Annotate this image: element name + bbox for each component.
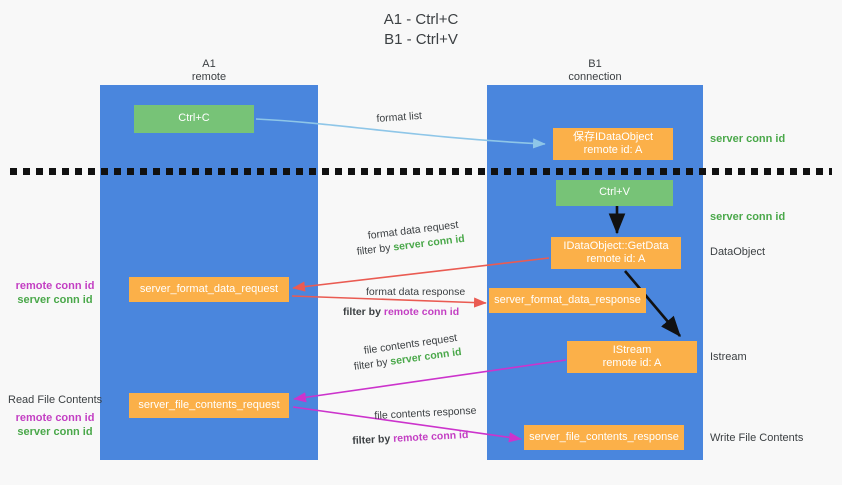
box-server-format-data-response-label: server_format_data_response — [494, 293, 641, 306]
note-istream-text: Istream — [710, 351, 747, 363]
arrow-format-data-response — [291, 295, 487, 308]
lane-a1-header: A1 remote — [100, 58, 318, 84]
box-server-format-data-request[interactable]: server_format_data_request — [129, 277, 289, 302]
box-getdata-line2: remote id: A — [586, 253, 646, 265]
note-remote-conn-id-2: remote conn id — [15, 412, 95, 424]
arrow-label-file-contents-response-filter-value: remote conn id — [392, 428, 469, 445]
box-server-format-data-response[interactable]: server_format_data_response — [489, 288, 646, 313]
box-store-dataobject-line2: remote id: A — [583, 144, 643, 156]
arrow-label-format-data-response: format data response — [366, 285, 465, 299]
box-ctrl-v-label: Ctrl+V — [599, 186, 630, 199]
box-istream[interactable]: IStream remote id: A — [567, 341, 697, 373]
box-istream-line1: IStream — [612, 343, 652, 356]
arrow-getdata-to-istream — [624, 270, 681, 337]
box-store-dataobject-line1: 保存IDataObject — [572, 130, 654, 143]
lane-a1-name: A1 — [202, 58, 216, 70]
box-server-file-contents-response-label: server_file_contents_response — [529, 430, 679, 443]
note-server-conn-id-mid-text: server conn id — [710, 211, 786, 223]
box-getdata[interactable]: IDataObject::GetData remote id: A — [551, 237, 681, 269]
arrow-label-format-list-text: format list — [376, 109, 423, 125]
lane-b1-name: B1 — [588, 58, 602, 70]
box-ctrl-v[interactable]: Ctrl+V — [556, 180, 673, 206]
box-server-file-contents-request-label: server_file_contents_request — [138, 398, 280, 411]
note-write-file-contents: Write File Contents — [710, 431, 803, 445]
note-server-conn-id-top: server conn id — [710, 132, 785, 146]
note-server-conn-id-1: server conn id — [17, 294, 93, 306]
note-remote-conn-id-1: remote conn id — [15, 280, 95, 292]
arrow-label-format-data-response-text: format data response — [366, 286, 466, 298]
arrow-label-format-data-response-filter: filter by remote conn id — [343, 305, 459, 319]
box-ctrl-c-label: Ctrl+C — [178, 112, 210, 125]
note-server-conn-id-top-text: server conn id — [710, 133, 786, 145]
note-conn-ids-lower: remote conn id server conn id — [12, 411, 98, 439]
note-server-conn-id-mid: server conn id — [710, 210, 785, 224]
lane-b1-subtitle: connection — [568, 71, 622, 83]
arrow-file-contents-request — [293, 359, 567, 403]
note-istream: Istream — [710, 350, 747, 364]
phase-divider — [10, 168, 832, 175]
title-line-2: B1 - Ctrl+V — [384, 31, 458, 48]
note-dataobject: DataObject — [710, 245, 765, 259]
box-getdata-line1: IDataObject::GetData — [563, 239, 669, 252]
arrow-format-data-request — [292, 257, 550, 292]
lane-b1-header: B1 connection — [487, 58, 703, 84]
box-server-file-contents-response[interactable]: server_file_contents_response — [524, 425, 684, 450]
box-server-format-data-request-label: server_format_data_request — [139, 282, 279, 295]
arrow-label-format-data-response-filter-value: remote conn id — [383, 306, 460, 318]
note-conn-ids-upper: remote conn id server conn id — [12, 279, 98, 307]
box-server-file-contents-request[interactable]: server_file_contents_request — [129, 393, 289, 418]
title-line-1: A1 - Ctrl+C — [383, 11, 459, 28]
arrow-label-format-data-response-filter-prefix: filter by — [343, 306, 381, 318]
arrow-format-list — [255, 118, 546, 149]
note-server-conn-id-2: server conn id — [17, 426, 93, 438]
arrow-file-contents-response — [292, 406, 522, 443]
arrow-label-file-contents-response-filter-prefix: filter by — [352, 433, 391, 447]
note-dataobject-text: DataObject — [710, 246, 766, 258]
box-ctrl-c[interactable]: Ctrl+C — [134, 105, 254, 133]
box-istream-line2: remote id: A — [602, 357, 662, 369]
note-read-file-contents-text: Read File Contents — [8, 394, 103, 406]
note-read-file-contents: Read File Contents — [8, 393, 102, 407]
note-write-file-contents-text: Write File Contents — [710, 432, 804, 444]
diagram-title: A1 - Ctrl+C B1 - Ctrl+V — [0, 10, 842, 50]
lane-a1-subtitle: remote — [191, 71, 227, 83]
box-store-dataobject[interactable]: 保存IDataObject remote id: A — [553, 128, 673, 160]
